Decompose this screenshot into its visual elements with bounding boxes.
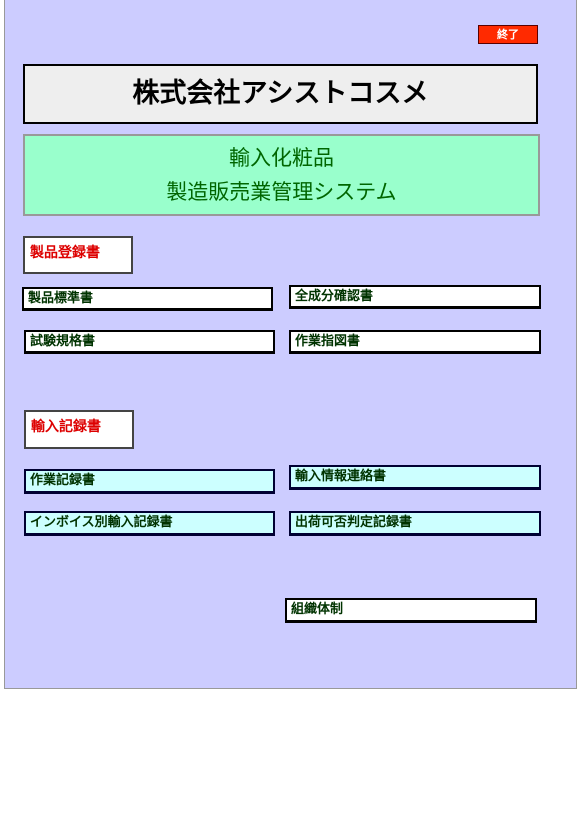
product-standard-button[interactable]: 製品標準書: [22, 287, 273, 311]
section-title-import-records: 輸入記録書: [24, 410, 134, 449]
ingredient-confirmation-button[interactable]: 全成分確認書: [289, 285, 541, 309]
company-title: 株式会社アシストコスメ: [23, 64, 538, 124]
import-info-notice-button[interactable]: 輸入情報連絡書: [289, 465, 541, 490]
shipment-decision-record-button[interactable]: 出荷可否判定記録書: [289, 511, 541, 536]
section-title-product-registration: 製品登録書: [23, 236, 133, 274]
work-record-button[interactable]: 作業記録書: [24, 469, 275, 494]
test-specification-button[interactable]: 試験規格書: [24, 330, 275, 354]
exit-button[interactable]: 終了: [478, 25, 538, 44]
system-title-line1: 輸入化粧品: [229, 146, 334, 170]
system-title-line2: 製造販売業管理システム: [166, 180, 397, 204]
organization-button[interactable]: 組織体制: [285, 598, 537, 623]
work-instruction-button[interactable]: 作業指図書: [289, 330, 541, 354]
invoice-import-record-button[interactable]: インボイス別輸入記録書: [24, 511, 275, 536]
system-title-box: 輸入化粧品 製造販売業管理システム: [23, 134, 540, 216]
